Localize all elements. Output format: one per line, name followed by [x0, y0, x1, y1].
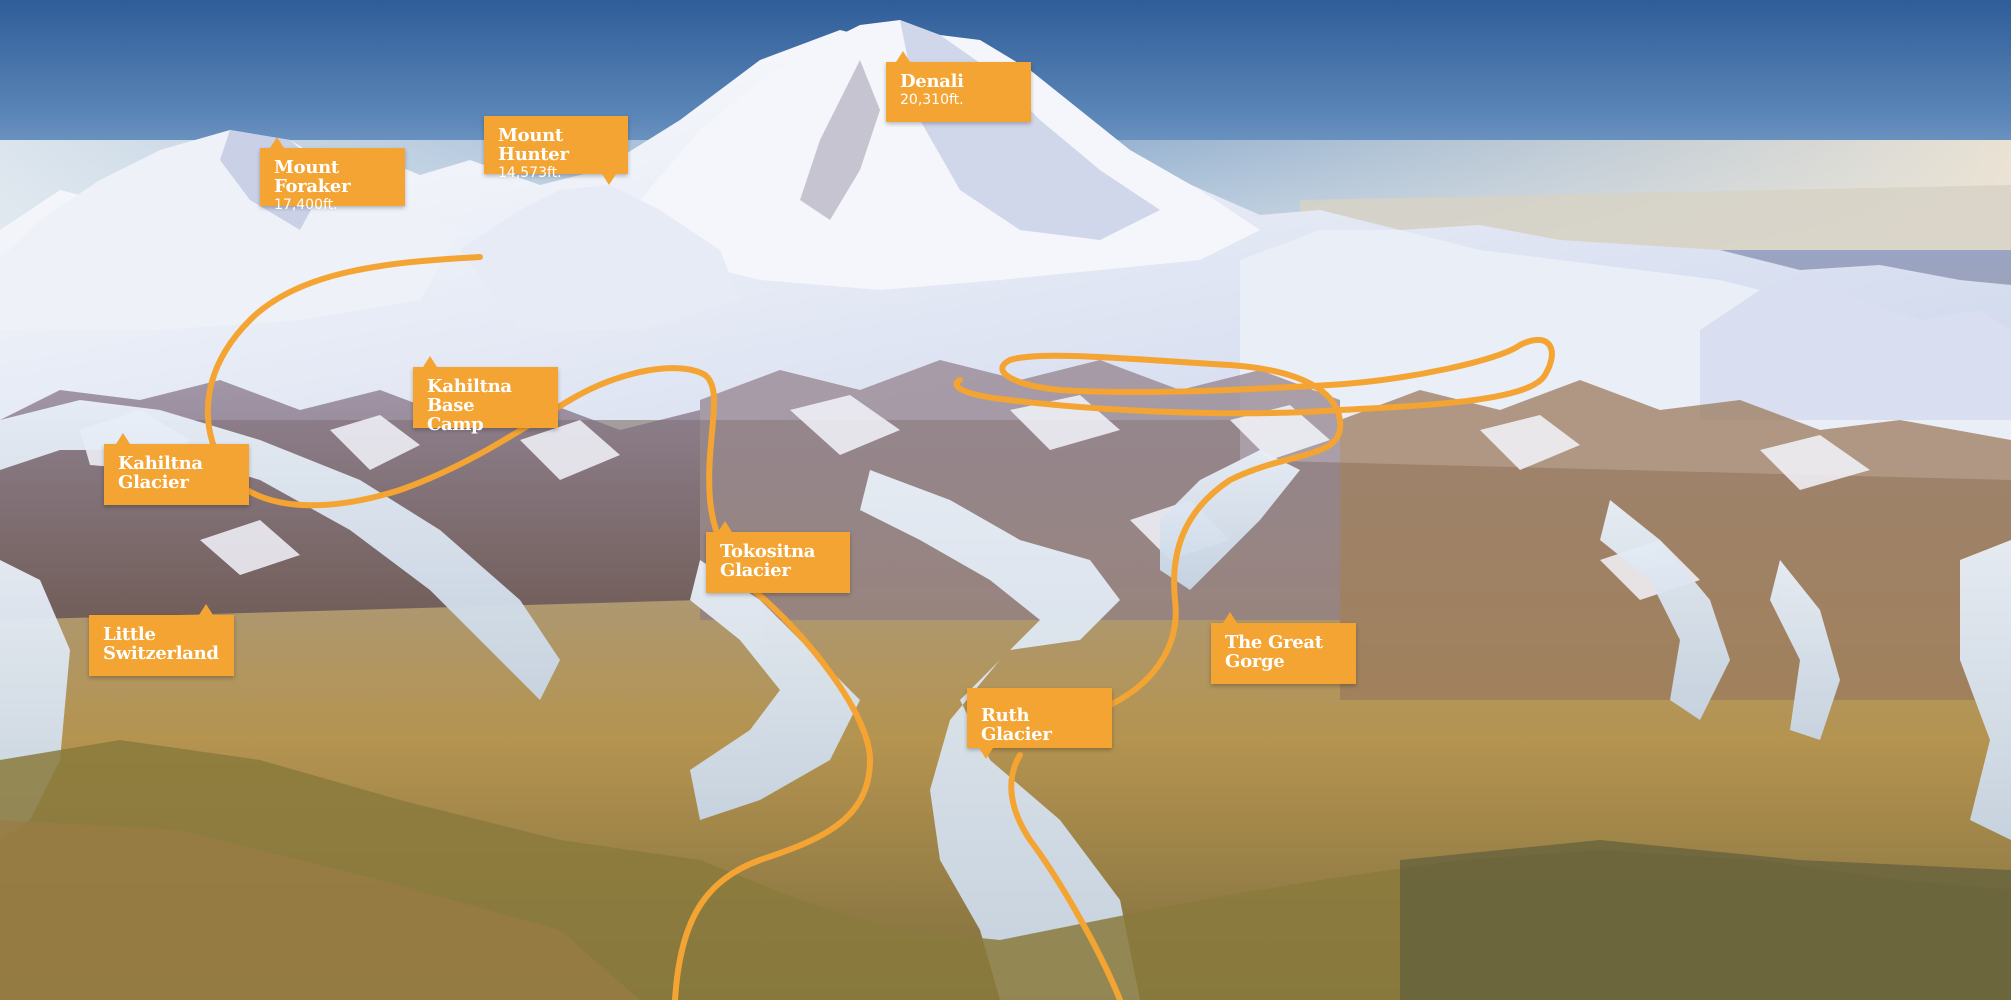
label-elevation: 17,400ft.	[274, 197, 338, 213]
pointer-marker	[1223, 612, 1237, 623]
pointer-marker	[199, 604, 213, 615]
route-ruth	[1008, 752, 1123, 1000]
label-elevation: 14,573ft.	[498, 165, 562, 181]
pointer-marker	[270, 137, 284, 148]
label-little-switzerland[interactable]: Little Switzerland	[89, 604, 234, 676]
label-mount-hunter[interactable]: Mount Hunter 14,573ft.	[484, 116, 628, 185]
label-kahiltna-base-camp[interactable]: Kahiltna Base Camp	[413, 356, 558, 434]
pointer-marker	[896, 51, 910, 62]
lowland-left	[0, 820, 640, 1000]
label-tokositna-glacier[interactable]: Tokositna Glacier	[706, 521, 850, 593]
hunter-massif	[460, 185, 740, 330]
pointer-marker	[423, 356, 437, 367]
label-name: Tokositna Glacier	[720, 541, 816, 581]
label-name: Mount Hunter	[498, 125, 569, 165]
label-name: Mount Foraker	[274, 157, 351, 197]
label-elevation: 20,310ft.	[900, 92, 964, 108]
label-name: Kahiltna Base Camp	[427, 376, 512, 435]
pointer-marker	[116, 433, 130, 444]
route-lines	[204, 254, 1555, 1000]
label-ruth-glacier[interactable]: Ruth Glacier	[967, 688, 1112, 759]
route-great-gorge	[953, 336, 1555, 708]
east-foothills	[1340, 380, 2011, 700]
label-mount-foraker[interactable]: Mount Foraker 17,400ft.	[260, 137, 405, 213]
label-denali[interactable]: Denali 20,310ft.	[886, 51, 1031, 122]
label-kahiltna-glacier[interactable]: Kahiltna Glacier	[104, 433, 249, 505]
label-name: The Great Gorge	[1225, 632, 1323, 672]
denali-rock	[800, 60, 880, 220]
foreground-forest	[1400, 840, 2011, 1000]
label-name: Little Switzerland	[103, 624, 219, 664]
route-tokositna	[672, 597, 873, 1000]
route-kahiltna-loop	[204, 254, 768, 603]
label-name: Denali	[900, 71, 964, 92]
pointer-marker	[718, 521, 732, 532]
label-name: Ruth Glacier	[981, 705, 1052, 745]
pointer-marker	[602, 174, 616, 185]
label-the-great-gorge[interactable]: The Great Gorge	[1211, 612, 1356, 684]
east-peaks	[1700, 270, 2011, 420]
label-name: Kahiltna Glacier	[118, 453, 203, 493]
pointer-marker	[979, 748, 993, 759]
